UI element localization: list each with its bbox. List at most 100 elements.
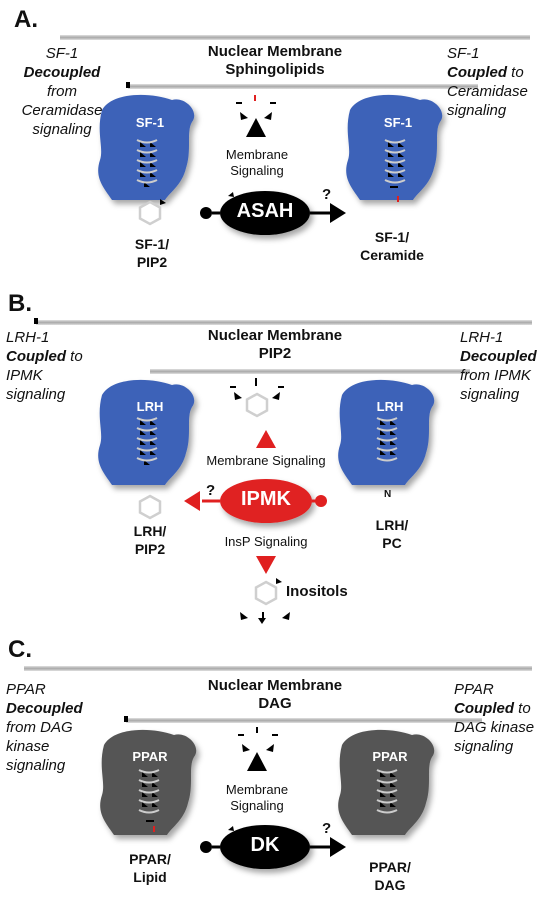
protein-lrh-left: [98, 379, 195, 485]
panel-b-left-caption: LRH-1 Coupled to IPMK signaling: [6, 328, 106, 404]
hexring-top-b: [245, 392, 269, 418]
panel-b-right-line2: Decoupled: [460, 348, 537, 365]
right-arrow-a: [330, 203, 346, 223]
panel-b-left-line3: IPMK: [6, 367, 43, 384]
up-arrow-c: [247, 752, 267, 771]
helix-left-c: [138, 769, 160, 814]
panel-c-complex-left-line2: Lipid: [133, 869, 167, 885]
panel-a-left-line2: Decoupled: [23, 64, 101, 81]
left-arrow-b: [184, 491, 200, 511]
panel-c-left-line3: from DAG: [6, 719, 73, 736]
panel-b-complex-left: LRH/ PIP2: [110, 522, 190, 558]
panel-c-signal-line1: Membrane: [225, 782, 289, 797]
panel-a-left-line4: Ceramidase: [21, 102, 103, 119]
protein-sf1-right: [346, 94, 443, 200]
panel-b-complex-left-line2: PIP2: [134, 541, 166, 557]
panel-b-graphics: [34, 318, 532, 624]
panel-b-right-line1: LRH-1: [460, 329, 504, 346]
panel-c-signal-line2: Signaling: [230, 798, 284, 813]
inhibit-dot-b: [315, 495, 327, 507]
panel-a-right-line4: signaling: [447, 102, 507, 119]
panel-b-left-line2: Coupled: [6, 348, 66, 365]
panel-c-title-line1: Nuclear Membrane: [207, 677, 343, 694]
panel-a-left-line1: SF-1: [45, 45, 79, 62]
panel-a-signal-line1: Membrane: [225, 147, 289, 162]
panel-b-complex-right: LRH/ PC: [352, 516, 432, 552]
panel-a-complex-left-line1: SF-1/: [134, 236, 170, 252]
panel-b-title-line2: PIP2: [258, 345, 292, 362]
panel-a-complex-right-line2: Ceramide: [360, 247, 424, 263]
panel-c-left-line5: signaling: [6, 757, 66, 774]
panel-a-signal-line2: Signaling: [230, 163, 284, 178]
panel-c-complex-right: PPAR/ DAG: [350, 858, 430, 894]
panel-b-letter: B.: [8, 290, 32, 317]
panel-b-signal-up: Membrane Signaling: [206, 453, 326, 468]
panel-a-complex-right-line1: SF-1/: [374, 229, 410, 245]
membrane-inner-c: [126, 718, 482, 723]
panel-c-title-line2: DAG: [258, 695, 292, 712]
panel-b-question: ?: [206, 482, 216, 499]
enzyme-dk: [220, 825, 310, 869]
panel-a-letter: A.: [14, 6, 38, 33]
panel-b-left-line1: LRH-1: [6, 329, 50, 346]
signal-fragments-a: [236, 95, 276, 120]
panel-c-right-line1: PPAR: [454, 681, 494, 698]
panel-b-signal-down: InsP Signaling: [224, 534, 308, 549]
panel-b-right-caption: LRH-1 Decoupled from IPMK signaling: [460, 328, 546, 404]
panel-c-complex-right-line1: PPAR/: [369, 859, 411, 875]
panel-a-left-line5: signaling: [32, 121, 92, 138]
protein-sf1-right-label: SF-1: [383, 115, 413, 130]
panel-a-right-line2: Coupled: [447, 64, 507, 81]
panel-a-title: Nuclear Membrane Sphingolipids: [160, 43, 390, 79]
protein-ppar-right-label: PPAR: [372, 749, 408, 764]
helix-right-b: [376, 417, 398, 462]
panel-b-complex-right-line1: LRH/: [375, 517, 409, 533]
enzyme-asah-label: ASAH: [236, 200, 294, 222]
inhibit-dot-a: [200, 207, 212, 219]
enzyme-dk-label: DK: [250, 834, 280, 856]
panel-b-right-line3: from IPMK: [460, 367, 531, 384]
right-arrow-c: [330, 837, 346, 857]
panel-b-title-line1: Nuclear Membrane: [207, 327, 343, 344]
helix-left-a: [136, 139, 158, 187]
panel-b-complex-left-line1: LRH/: [133, 523, 167, 539]
hexring-left-b: [138, 494, 162, 520]
panel-b-product: Inositols: [286, 583, 348, 600]
panel-b-title: Nuclear Membrane PIP2: [160, 327, 390, 363]
membrane-outer-c: [24, 666, 532, 671]
panel-b-left-line2b: to: [66, 348, 83, 365]
membrane-inner-a: [128, 84, 478, 89]
panel-a-left-caption: SF-1 Decoupled from Ceramidase signaling: [12, 44, 112, 139]
protein-sf1-left-label: SF-1: [135, 115, 165, 130]
down-arrow-b: [256, 556, 276, 574]
panel-c-left-caption: PPAR Decoupled from DAG kinase signaling: [6, 680, 106, 775]
panel-c-signal-label: Membrane Signaling: [212, 782, 302, 814]
protein-lrh-left-label: LRH: [136, 399, 164, 414]
enzyme-ipmk-label: IPMK: [241, 488, 291, 510]
up-arrow-b: [256, 430, 276, 448]
signal-fragments-b-bottom: [240, 612, 290, 624]
protein-lrh-right-label: LRH: [376, 399, 404, 414]
hexring-bottom-b: [254, 580, 278, 606]
panel-c-right-line2: Coupled: [454, 700, 514, 717]
panel-a-complex-right: SF-1/ Ceramide: [347, 228, 437, 264]
up-arrow-a: [246, 118, 266, 137]
panel-a-right-line3: Ceramidase: [447, 83, 528, 100]
panel-a-question: ?: [322, 186, 332, 203]
protein-lrh-right: [338, 379, 435, 485]
panel-c-complex-right-line2: DAG: [374, 877, 406, 893]
panel-a-left-line3: from: [47, 83, 77, 100]
panel-c-right-line4: signaling: [454, 738, 514, 755]
panel-a-signal-label: Membrane Signaling: [212, 147, 302, 179]
panel-a-right-caption: SF-1 Coupled to Ceramidase signaling: [447, 44, 547, 120]
enzyme-asah: [220, 191, 310, 235]
panel-c-left-line4: kinase: [6, 738, 50, 755]
signal-fragments-b: [230, 378, 284, 400]
protein-ppar-left-label: PPAR: [132, 749, 168, 764]
membrane-outer-a: [60, 35, 530, 40]
helix-right-a: [384, 139, 406, 184]
panel-a-title-line1: Nuclear Membrane: [207, 43, 343, 60]
panel-a-complex-left: SF-1/ PIP2: [112, 235, 192, 271]
panel-b-complex-right-line2: PC: [382, 535, 402, 551]
